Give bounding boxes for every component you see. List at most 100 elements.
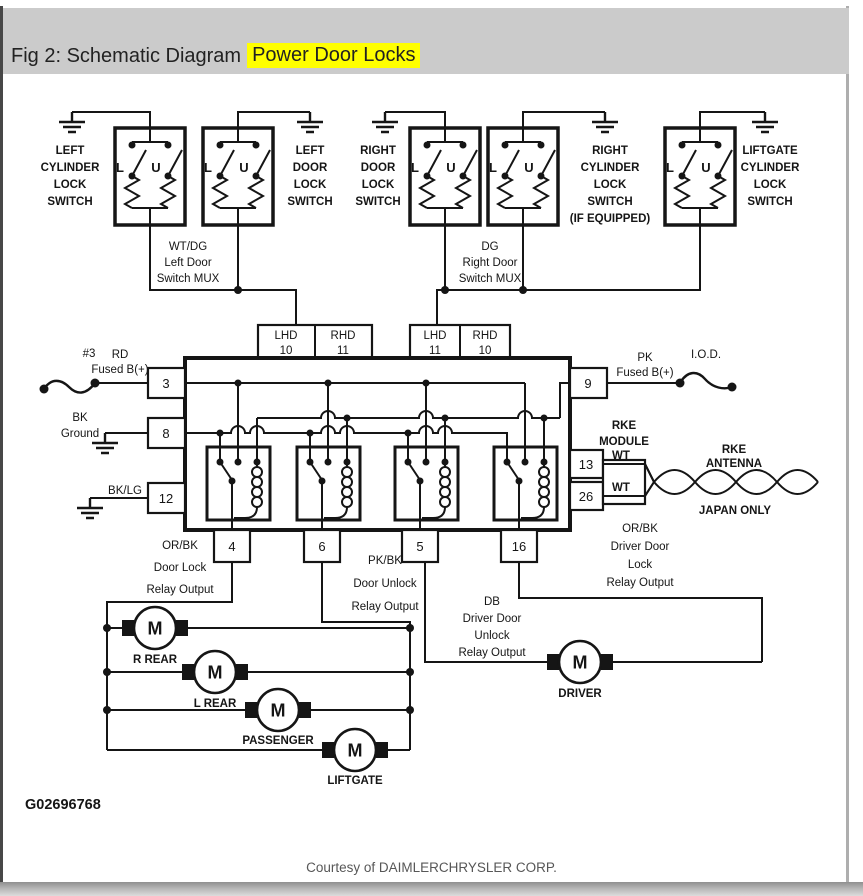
connector-cell-label: LHD xyxy=(423,330,446,342)
label-motor-r-rear: R REAR xyxy=(133,654,178,666)
pin-box-12 xyxy=(146,481,187,515)
label-motor-liftgate: LIFTGATE xyxy=(327,775,383,787)
pin-number: 4 xyxy=(228,539,235,554)
connector-cell-label: LHD xyxy=(274,330,297,342)
pin-number: 26 xyxy=(579,489,593,504)
page-left-border xyxy=(0,6,3,884)
pin-box-16 xyxy=(499,528,539,564)
connector-cell-pin: 10 xyxy=(479,345,492,357)
pin-box-4 xyxy=(212,528,252,564)
pin-box-9 xyxy=(568,366,609,400)
ground-icon xyxy=(372,112,398,134)
label-motor-passenger: PASSENGER xyxy=(242,735,314,747)
figure-title-bar: Fig 2: Schematic Diagram Power Door Lock… xyxy=(3,8,849,74)
label-bk-lg: BK/LG xyxy=(108,485,142,497)
contact-label-lock: L xyxy=(489,160,497,175)
label-rke-wire-wt-1: WT xyxy=(612,450,630,462)
connector-lhd-rhd-left: LHD 10 RHD 11 xyxy=(256,323,374,360)
motor-symbol: M xyxy=(348,741,363,761)
contact-label-unlock: U xyxy=(239,160,248,175)
junction-dots xyxy=(39,286,737,714)
contact-label-unlock: U xyxy=(701,160,710,175)
motor-driver: M xyxy=(547,639,613,685)
page-right-border xyxy=(846,6,849,884)
pin-number: 16 xyxy=(512,539,526,554)
ground-icon xyxy=(59,112,85,134)
ground-icon xyxy=(752,112,778,134)
pin-number: 5 xyxy=(416,539,423,554)
courtesy-line: Courtesy of DAIMLERCHRYSLER CORP. xyxy=(306,860,557,875)
pin-number: 3 xyxy=(162,376,169,391)
label-motor-driver: DRIVER xyxy=(558,688,602,700)
connector-cell-pin: 10 xyxy=(280,345,293,357)
pin-box-26 xyxy=(568,480,605,512)
page-bottom-bar xyxy=(0,882,863,896)
module-pin-boxes: 3 8 12 9 13 26 4 6 5 16 xyxy=(146,366,609,564)
contact-label-lock: L xyxy=(666,160,674,175)
connector-cell-label: RHD xyxy=(473,330,498,342)
switch-right-door-box: L U xyxy=(408,126,482,227)
contact-label-unlock: U xyxy=(151,160,160,175)
motor-symbol: M xyxy=(271,701,286,721)
switch-liftgate-cylinder-box: L U xyxy=(663,126,737,227)
motor-liftgate: M xyxy=(322,727,388,773)
switch-right-cylinder-box: L U xyxy=(486,126,560,227)
contact-label-unlock: U xyxy=(524,160,533,175)
connector-cell-pin: 11 xyxy=(429,345,441,357)
rke-connector-wires xyxy=(603,463,655,497)
switch-left-door-box: L U xyxy=(201,126,275,227)
switch-left-cylinder-box: L U xyxy=(113,126,187,227)
relay-1 xyxy=(205,445,272,530)
label-motor-l-rear: L REAR xyxy=(194,698,237,710)
relay-2 xyxy=(295,445,362,530)
pin-number: 13 xyxy=(579,457,593,472)
pin-box-3 xyxy=(146,366,187,400)
contact-label-unlock: U xyxy=(446,160,455,175)
motor-symbol: M xyxy=(208,663,223,683)
label-japan-only: JAPAN ONLY xyxy=(699,505,772,517)
relay-4 xyxy=(492,445,559,530)
ground-icon xyxy=(92,433,118,455)
pin-box-8 xyxy=(146,416,187,450)
pin-number: 6 xyxy=(318,539,325,554)
figure-title-highlight: Power Door Locks xyxy=(247,43,421,68)
contact-label-lock: L xyxy=(116,160,124,175)
pin-number: 8 xyxy=(162,426,169,441)
motor-symbol: M xyxy=(573,653,588,673)
ground-icon xyxy=(77,498,103,520)
relay-3 xyxy=(393,445,460,530)
motor-symbol: M xyxy=(148,619,163,639)
connector-lhd-rhd-right: LHD 11 RHD 10 xyxy=(408,323,512,360)
ground-icon xyxy=(297,112,323,134)
label-iod: I.O.D. xyxy=(691,349,721,361)
ground-icons xyxy=(59,112,778,520)
contact-label-lock: L xyxy=(411,160,419,175)
pin-box-6 xyxy=(302,528,342,564)
figure-title-prefix: Fig 2: Schematic Diagram xyxy=(11,45,242,67)
connector-cell-pin: 11 xyxy=(337,345,349,357)
connector-cell-label: RHD xyxy=(331,330,356,342)
pin-number: 9 xyxy=(584,376,591,391)
pin-number: 12 xyxy=(159,491,173,506)
motor-r-rear: M xyxy=(122,605,188,651)
diagram-id: G02696768 xyxy=(25,797,101,813)
motor-l-rear: M xyxy=(182,649,248,695)
ground-icon xyxy=(592,112,618,134)
